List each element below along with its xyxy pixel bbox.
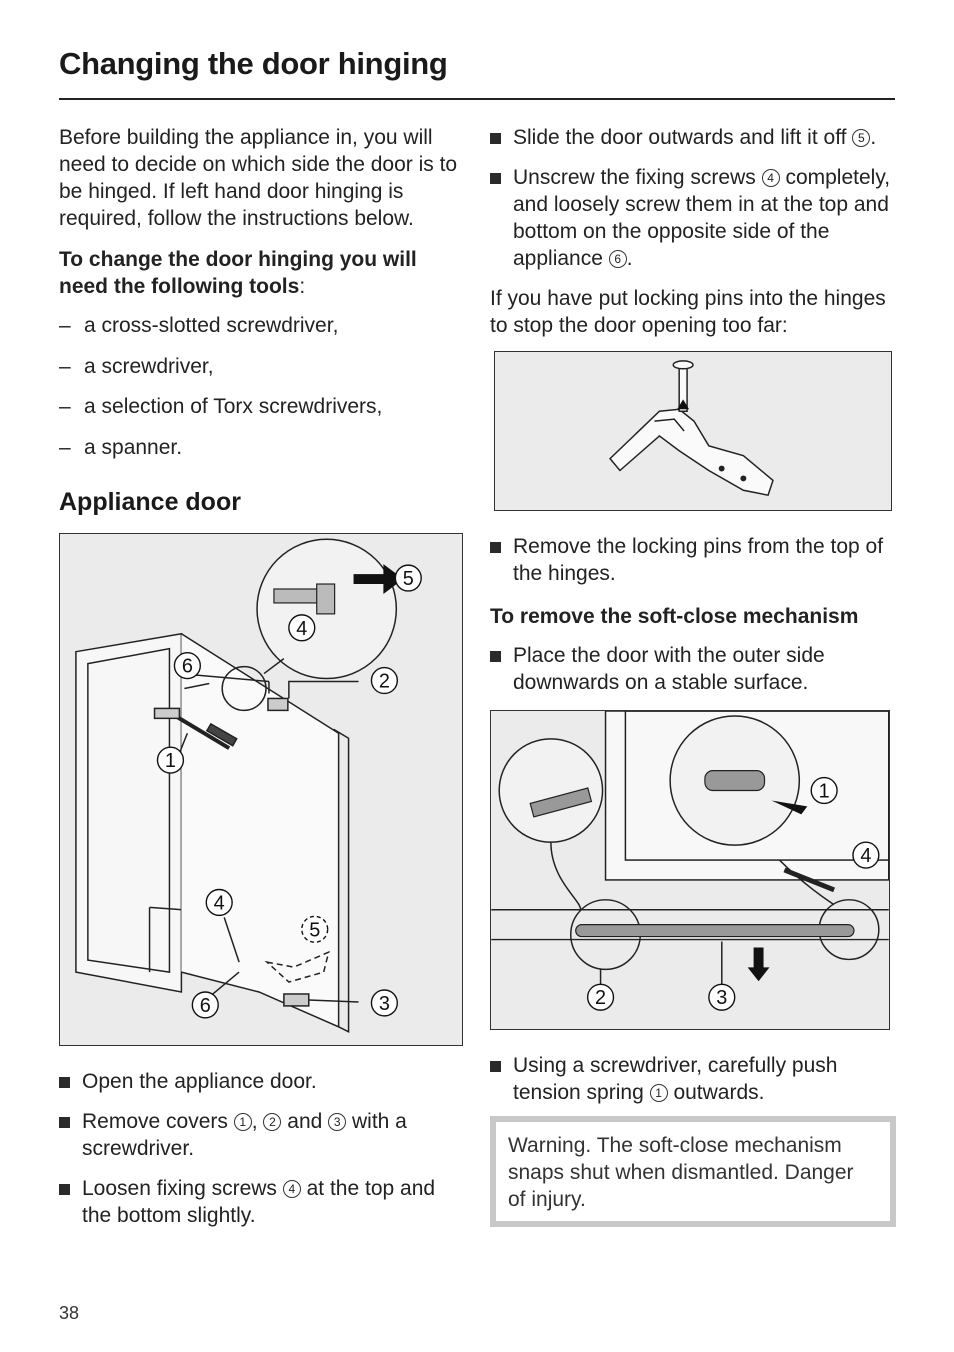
- callout-4: 4: [214, 892, 225, 914]
- step-text: completely, and loosely screw them in at…: [513, 166, 891, 270]
- circled-number: 3: [328, 1112, 347, 1131]
- callout-3: 3: [716, 987, 727, 1009]
- circled-number: 2: [263, 1112, 282, 1131]
- step-text: Remove the locking pins from the top of …: [513, 535, 884, 585]
- list-item: Open the appliance door.: [59, 1068, 459, 1095]
- callout-2: 2: [379, 670, 390, 692]
- warning-box: Warning. The soft-close mechanism snaps …: [490, 1116, 896, 1227]
- list-item: –a selection of Torx screwdrivers,: [59, 393, 459, 420]
- locking-pin-illustration: [609, 360, 774, 497]
- page-title: Changing the door hinging: [59, 46, 448, 81]
- bullet-square: [490, 542, 501, 553]
- right-column: Slide the door outwards and lift it off …: [490, 124, 900, 1227]
- circled-number: 1: [233, 1112, 252, 1131]
- step-text: at the top and the bottom slightly.: [82, 1176, 436, 1227]
- dash-marker: –: [59, 354, 71, 378]
- callout-4: 4: [296, 617, 307, 639]
- list-item: Loosen fixing screws 4 at the top and th…: [59, 1175, 459, 1229]
- bullet-square: [490, 173, 501, 184]
- circled-number: 4: [282, 1179, 301, 1198]
- softclose-steps-list: Place the door with the outer side downw…: [490, 642, 900, 696]
- tool-label: a spanner.: [84, 435, 183, 459]
- callout-6: 6: [182, 655, 193, 677]
- softclose-heading: To remove the soft-close mechanism: [490, 605, 859, 628]
- soft-close-figure: 1 4 2 3: [490, 710, 890, 1030]
- circled-number: 6: [608, 250, 627, 268]
- list-item: Unscrew the fixing screws 4 completely, …: [490, 164, 900, 272]
- page-number: 38: [59, 1303, 80, 1323]
- bullet-square: [59, 1116, 70, 1128]
- circled-number: 4: [761, 169, 780, 187]
- callout-3: 3: [379, 992, 390, 1014]
- left-column: Before building the appliance in, you wi…: [59, 124, 463, 1242]
- locking-intro: If you have put locking pins into the hi…: [490, 287, 886, 337]
- circled-number: 5: [852, 129, 871, 147]
- door-steps-list: Open the appliance door. Remove covers 1…: [59, 1068, 459, 1229]
- step-text: Unscrew the fixing screws: [513, 166, 756, 189]
- tool-label: a cross-slotted screwdriver,: [84, 314, 339, 337]
- locking-pin-figure: [494, 351, 892, 511]
- callout-1: 1: [165, 750, 176, 772]
- dash-marker: –: [59, 395, 71, 418]
- tools-heading-text: To change the door hinging you will need…: [59, 248, 417, 298]
- list-item: Place the door with the outer side downw…: [490, 642, 900, 696]
- intro-paragraph: Before building the appliance in, you wi…: [59, 126, 458, 230]
- bullet-square: [490, 1061, 501, 1072]
- step-text: and: [287, 1109, 323, 1133]
- warning-text: Warning. The soft-close mechanism snaps …: [508, 1134, 854, 1211]
- list-item: –a spanner.: [59, 434, 459, 461]
- callout-5: 5: [403, 568, 414, 590]
- list-item: Using a screwdriver, carefully push tens…: [490, 1052, 900, 1106]
- dash-marker: –: [59, 435, 71, 459]
- callout-1: 1: [819, 780, 830, 802]
- step-text: outwards.: [673, 1081, 765, 1104]
- tool-label: a screwdriver,: [84, 354, 214, 378]
- step-text: Remove covers: [82, 1109, 228, 1133]
- step-text: Slide the door outwards and lift it off: [513, 126, 847, 149]
- bullet-square: [59, 1183, 70, 1195]
- list-item: –a screwdriver,: [59, 353, 459, 380]
- circled-number: 1: [649, 1084, 668, 1102]
- tool-label: a selection of Torx screwdrivers,: [84, 395, 383, 418]
- step-text: .: [626, 247, 633, 270]
- step-text: .: [870, 126, 877, 149]
- tools-heading: To change the door hinging you will need…: [59, 246, 459, 300]
- bullet-square: [59, 1076, 70, 1088]
- title-rule: [59, 98, 895, 100]
- dash-marker: –: [59, 314, 71, 337]
- soft-close-illustration: 1 4 2 3: [491, 711, 889, 1011]
- step-text: Using a screwdriver, carefully push tens…: [513, 1054, 838, 1104]
- bullet-square: [490, 651, 501, 662]
- callout-6: 6: [200, 994, 211, 1016]
- callout-5: 5: [309, 919, 320, 941]
- list-item: –a cross-slotted screwdriver,: [59, 312, 459, 339]
- step-text: ,: [251, 1109, 258, 1133]
- list-item: Slide the door outwards and lift it off …: [490, 124, 900, 151]
- section-title-appliance-door: Appliance door: [59, 487, 241, 516]
- step-text: Open the appliance door.: [82, 1069, 317, 1093]
- pin-steps-list: Remove the locking pins from the top of …: [490, 533, 900, 587]
- appliance-door-figure: 5 4 6 2 1 4 5 3 6: [59, 532, 463, 1046]
- callout-4: 4: [860, 845, 871, 867]
- step-text: with a screwdriver.: [82, 1109, 407, 1160]
- step-text: Loosen fixing screws: [82, 1176, 277, 1200]
- callout-2: 2: [595, 987, 606, 1009]
- bullet-square: [490, 133, 501, 144]
- tools-list: –a cross-slotted screwdriver, –a screwdr…: [59, 312, 459, 461]
- appliance-door-illustration: 5 4 6 2 1 4 5 3 6: [75, 537, 422, 1033]
- tools-heading-colon: :: [299, 275, 306, 298]
- spring-steps-list: Using a screwdriver, carefully push tens…: [490, 1052, 900, 1106]
- hinge-steps-list: Slide the door outwards and lift it off …: [490, 124, 900, 272]
- list-item: Remove covers 1, 2 and 3 with a screwdri…: [59, 1108, 459, 1162]
- step-text: Place the door with the outer side downw…: [513, 644, 825, 694]
- list-item: Remove the locking pins from the top of …: [490, 533, 900, 587]
